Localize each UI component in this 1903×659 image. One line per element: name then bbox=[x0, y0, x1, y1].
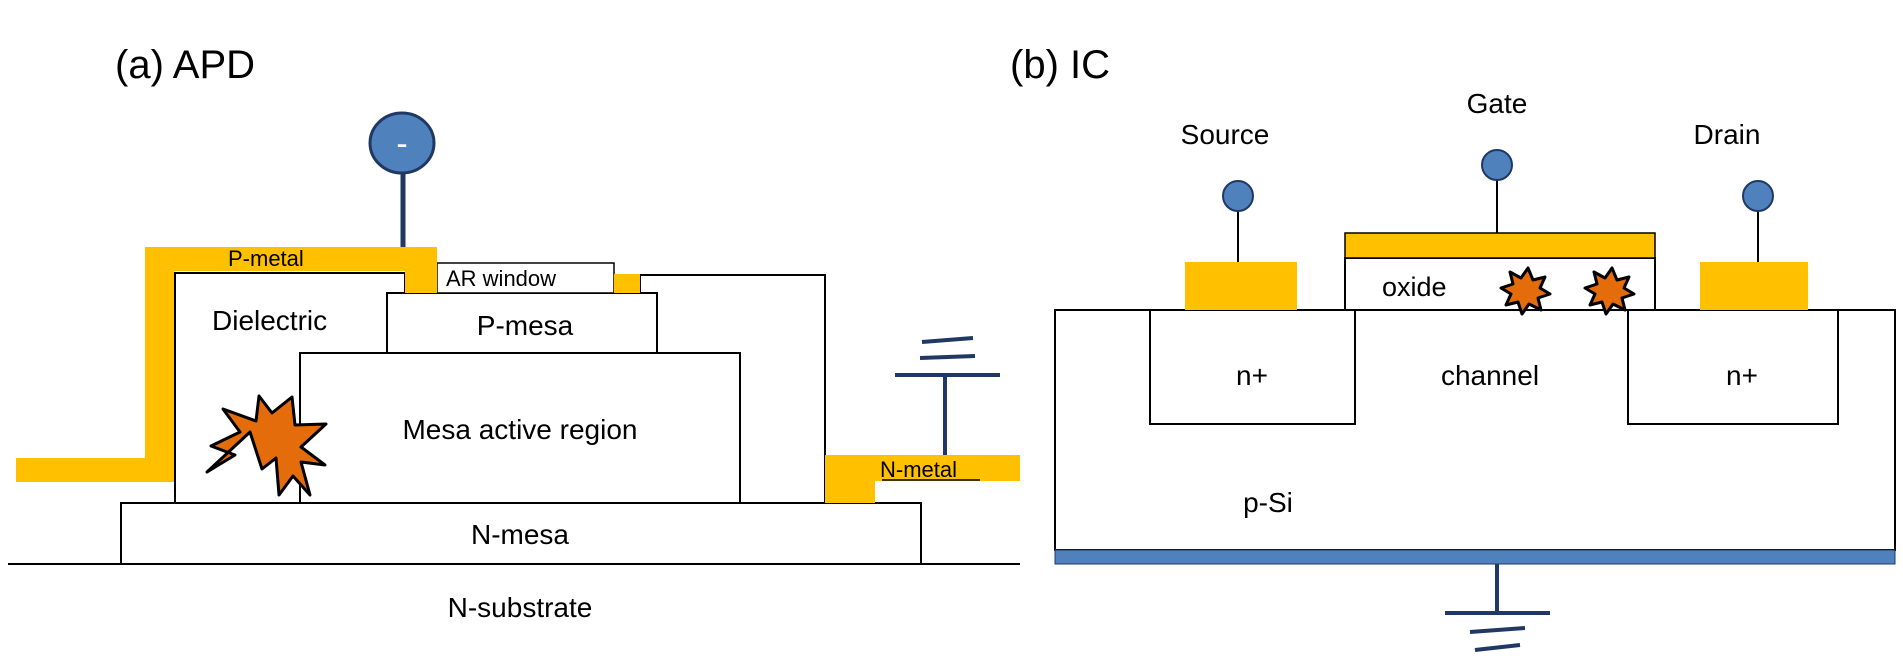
backside-contact bbox=[1054, 549, 1896, 565]
source-label: Source bbox=[1181, 119, 1270, 150]
drain-metal-pad bbox=[1700, 262, 1808, 310]
p-mesa-layer bbox=[386, 292, 658, 354]
p-mesa-label: P-mesa bbox=[477, 310, 574, 341]
drain-label: Drain bbox=[1694, 119, 1761, 150]
panel-a-title: (a) APD bbox=[115, 43, 255, 87]
n-mesa-layer bbox=[120, 502, 922, 565]
n-plus-right-label: n+ bbox=[1726, 360, 1758, 391]
negative-sign: - bbox=[396, 125, 407, 163]
n-plus-region-source bbox=[1149, 309, 1356, 425]
source-metal-pad bbox=[1185, 262, 1297, 310]
ar-window bbox=[436, 262, 615, 294]
damage-starburst-apd bbox=[205, 394, 328, 497]
channel-label: channel bbox=[1441, 360, 1539, 391]
n-substrate-label: N-substrate bbox=[448, 592, 593, 623]
panel-apd: (a) APD - P-metal bbox=[8, 43, 1020, 623]
oxide-damage-spot-1 bbox=[1499, 266, 1552, 316]
n-plus-region-drain bbox=[1627, 309, 1839, 425]
p-metal-contact bbox=[16, 247, 437, 482]
n-plus-left-label: n+ bbox=[1236, 360, 1268, 391]
oxide-damage-spot-2 bbox=[1583, 266, 1636, 316]
active-region-label: Mesa active region bbox=[402, 414, 637, 445]
p-metal-label: P-metal bbox=[228, 246, 304, 271]
gate-terminal bbox=[1481, 149, 1513, 181]
p-metal-right-pad bbox=[614, 274, 640, 293]
negative-terminal bbox=[368, 111, 436, 175]
oxide-label: oxide bbox=[1382, 272, 1447, 302]
dielectric-label: Dielectric bbox=[212, 305, 327, 336]
p-si-label: p-Si bbox=[1243, 487, 1293, 518]
n-mesa-label: N-mesa bbox=[471, 519, 569, 550]
gate-metal bbox=[1344, 232, 1656, 259]
ground-symbol-ic bbox=[1445, 564, 1550, 652]
n-metal-contact bbox=[825, 455, 1020, 503]
ar-window-label: AR window bbox=[446, 266, 556, 291]
ground-symbol-apd bbox=[895, 336, 1000, 455]
source-terminal bbox=[1222, 180, 1254, 212]
gate-label: Gate bbox=[1467, 88, 1528, 119]
panel-ic: (b) IC Source Gate bbox=[1010, 43, 1896, 652]
panel-b-title: (b) IC bbox=[1010, 43, 1110, 87]
drain-terminal bbox=[1742, 180, 1774, 212]
n-metal-label: N-metal bbox=[880, 457, 957, 482]
